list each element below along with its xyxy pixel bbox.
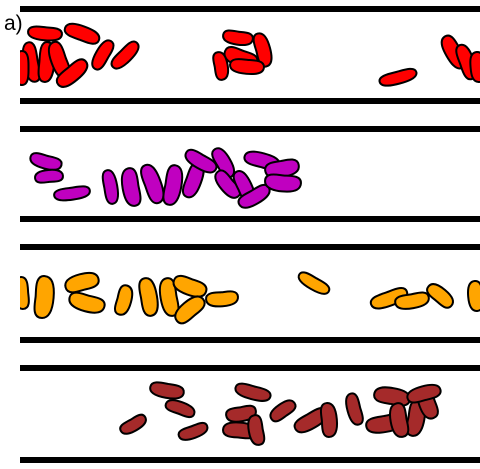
cell-red-8 [110,40,140,70]
channel-purple-wall-top [20,126,480,132]
cell-brown-17 [406,383,442,404]
cell-brown-6 [269,399,297,423]
cell-orange-11 [297,271,331,295]
cell-purple-4 [101,169,120,205]
cell-orange-6 [138,277,159,317]
cell-brown-18 [389,402,410,438]
cell-brown-1 [119,413,147,435]
channel-walls [20,6,480,463]
cell-orange-12 [369,287,409,310]
cell-red-2 [63,22,101,45]
cell-red-14 [229,58,265,76]
cell-orange-2 [33,275,55,319]
cell-purple-2 [34,168,64,184]
cell-orange-9 [174,295,206,325]
cell-purple-11 [214,169,242,199]
cell-purple-5 [120,167,142,207]
cell-brown-9 [247,414,266,446]
cell-purple-16 [264,173,302,193]
cell-brown-11 [319,402,339,438]
cell-orange-10 [205,290,239,308]
cell-purple-10 [211,147,236,179]
cell-orange-1 [20,276,30,310]
channel-orange-wall-bottom [20,337,480,343]
cell-red-15 [378,67,418,87]
cell-red-6 [55,58,89,88]
cell-purple-7 [162,164,184,206]
cell-orange-15 [466,280,480,312]
channel-red-wall-bottom [20,98,480,104]
panel-label: a) [4,12,23,35]
cell-orange-3 [64,271,100,294]
channel-brown-wall-top [20,365,480,371]
cell-orange-7 [158,277,180,317]
cells-layer [20,22,480,446]
cell-brown-14 [373,386,411,407]
channel-purple-wall-bottom [20,216,480,222]
cell-brown-5 [234,382,272,402]
cell-brown-3 [164,399,196,419]
channel-brown-wall-bottom [20,457,480,463]
cell-purple-3 [53,185,91,202]
cell-orange-4 [68,291,106,314]
cell-red-1 [27,25,63,42]
cell-brown-12 [345,392,364,426]
cell-purple-1 [29,152,63,171]
cell-brown-2 [149,381,185,400]
channel-orange-wall-top [20,244,480,250]
cell-brown-4 [177,421,209,441]
cell-red-7 [91,39,115,71]
cell-red-13 [212,51,230,81]
cell-purple-6 [140,163,165,205]
cell-red-18 [469,51,480,83]
cell-red-10 [222,29,254,46]
cell-purple-9 [184,148,218,174]
cell-orange-5 [114,284,134,316]
cell-orange-14 [426,283,455,309]
cell-orange-8 [172,274,208,298]
cell-red-9 [20,50,30,86]
channel-red-wall-top [20,6,480,12]
cell-orange-13 [394,291,430,310]
